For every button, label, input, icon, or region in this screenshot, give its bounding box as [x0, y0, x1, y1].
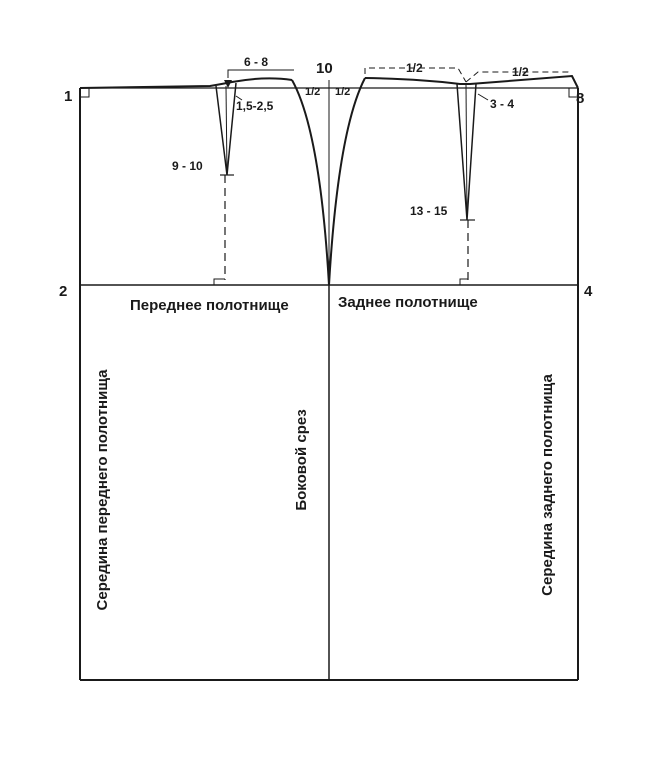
back-center-label: Середина заднего полотнища [539, 374, 556, 596]
side-half-right-label: 1/2 [335, 86, 350, 98]
back-dart-length-label: 13 - 15 [410, 204, 448, 218]
back-half-left-bracket [364, 67, 467, 83]
front-dart-length-label: 9 - 10 [172, 159, 203, 173]
point-2-label: 2 [59, 283, 67, 300]
side-half-left-label: 1/2 [305, 86, 320, 98]
back-dart-rise-leader [477, 93, 489, 101]
back-dart-base-mark [459, 278, 468, 285]
front-dart-width-label: 6 - 8 [244, 55, 268, 69]
front-dart-width-bracket [227, 69, 294, 78]
point-4-label: 4 [584, 283, 593, 300]
corner-mark-8 [568, 88, 578, 98]
front-dart-rise-label: 1,5-2,5 [236, 99, 274, 113]
point-1-label: 1 [64, 88, 72, 105]
front-dart-arrow [224, 80, 232, 88]
back-half-left-label: 1/2 [406, 61, 423, 75]
front-panel-title: Переднее полотнище [130, 297, 289, 314]
back-dart-rise-label: 3 - 4 [490, 97, 514, 111]
front-center-label: Середина переднего полотнища [94, 369, 111, 611]
back-half-right-label: 1/2 [512, 65, 529, 79]
back-waist-curve [364, 74, 579, 89]
back-side-curve [328, 77, 366, 286]
front-side-curve [291, 79, 330, 286]
back-half-right-bracket [465, 71, 577, 83]
front-dart-center [225, 85, 228, 176]
front-dart-base-mark [213, 278, 225, 285]
side-seam-label: Боковой срез [293, 409, 310, 510]
front-dart-rise-leader [235, 95, 243, 101]
point-8-label: 8 [576, 90, 584, 107]
point-10-label: 10 [316, 60, 333, 77]
back-dart-center [465, 83, 468, 221]
front-waist-curve [79, 77, 293, 89]
corner-mark-1 [80, 88, 90, 98]
back-panel-title: Заднее полотнище [338, 294, 478, 311]
